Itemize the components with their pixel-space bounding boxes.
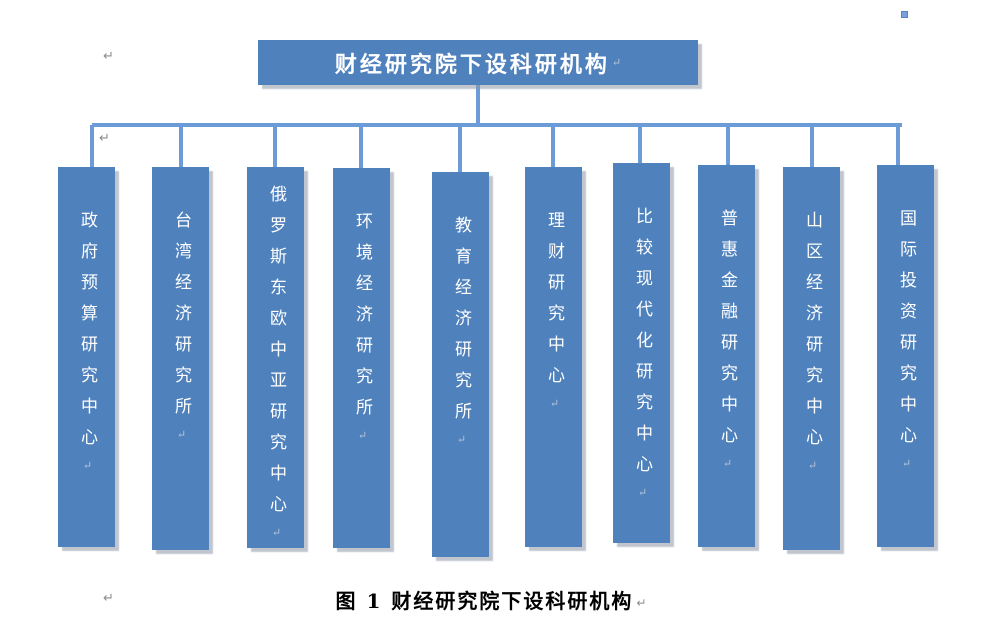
org-box-text: 普惠金融研究中心: [717, 209, 737, 457]
org-box-text: 国际投资研究中心: [896, 209, 916, 457]
org-box-label: 俄罗斯东欧中亚研究中心↵: [266, 167, 286, 539]
paragraph-return-mark: ↵: [99, 131, 110, 146]
org-box-text: 环境经济研究所: [352, 212, 372, 429]
org-box[interactable]: 台湾经济研究所↵: [152, 167, 209, 550]
figure-caption: 图 1 财经研究院下设科研机构: [335, 589, 634, 613]
org-box[interactable]: 教育经济研究所↵: [432, 172, 489, 557]
connector-stub: [359, 125, 363, 170]
org-box[interactable]: 俄罗斯东欧中亚研究中心↵: [247, 167, 304, 548]
return-mark: ↵: [175, 428, 188, 441]
org-box-label: 理财研究中心↵: [544, 167, 564, 410]
org-box-text: 政府预算研究中心: [77, 211, 97, 459]
connector-stub: [458, 125, 462, 174]
org-box[interactable]: 比较现代化研究中心↵: [613, 163, 670, 543]
connector-stub: [273, 125, 277, 169]
org-box-label: 普惠金融研究中心↵: [717, 165, 737, 470]
org-box-label: 教育经济研究所↵: [451, 172, 471, 446]
org-box-text: 台湾经济研究所: [171, 211, 191, 428]
connector-title-drop: [476, 85, 480, 127]
canvas-resize-handle[interactable]: [901, 11, 908, 18]
org-box-text: 俄罗斯东欧中亚研究中心: [266, 185, 286, 526]
return-mark: ↵: [81, 459, 94, 472]
figure-caption-row: 图 1 财经研究院下设科研机构↵: [0, 585, 982, 614]
paragraph-return-mark: ↵: [103, 591, 114, 606]
return-mark: ↵: [721, 457, 734, 470]
org-box[interactable]: 国际投资研究中心↵: [877, 165, 934, 547]
org-box-label: 环境经济研究所↵: [352, 168, 372, 442]
org-box[interactable]: 山区经济研究中心↵: [783, 167, 840, 550]
connector-stub: [179, 125, 183, 169]
org-box-text: 理财研究中心: [544, 211, 564, 397]
return-mark: ↵: [636, 596, 647, 610]
connector-stub: [726, 125, 730, 167]
return-mark: ↵: [356, 429, 369, 442]
return-mark: ↵: [636, 486, 649, 499]
connector-stub: [810, 125, 814, 169]
return-mark: ↵: [548, 397, 561, 410]
connector-stub: [896, 125, 900, 167]
return-mark: ↵: [270, 526, 283, 539]
org-box-label: 政府预算研究中心↵: [77, 167, 97, 472]
org-root-label: 财经研究院下设科研机构: [334, 51, 610, 78]
connector-horizontal-bus: [92, 123, 902, 127]
org-box-label: 国际投资研究中心↵: [896, 165, 916, 470]
org-box-label: 台湾经济研究所↵: [171, 167, 191, 441]
org-root-box[interactable]: 财经研究院下设科研机构 ↵: [258, 40, 698, 85]
connector-stub: [551, 125, 555, 169]
return-mark: ↵: [455, 433, 468, 446]
return-mark: ↵: [611, 56, 622, 69]
paragraph-return-mark: ↵: [103, 49, 114, 64]
org-box[interactable]: 普惠金融研究中心↵: [698, 165, 755, 547]
org-box-label: 山区经济研究中心↵: [802, 167, 822, 472]
connector-stub: [638, 125, 642, 165]
org-box[interactable]: 政府预算研究中心↵: [58, 167, 115, 547]
return-mark: ↵: [806, 459, 819, 472]
connector-stub: [90, 125, 94, 169]
org-box-text: 教育经济研究所: [451, 216, 471, 433]
org-box-text: 比较现代化研究中心: [632, 207, 652, 486]
org-box[interactable]: 理财研究中心↵: [525, 167, 582, 547]
return-mark: ↵: [900, 457, 913, 470]
org-box-label: 比较现代化研究中心↵: [632, 163, 652, 499]
org-box-text: 山区经济研究中心: [802, 211, 822, 459]
org-box[interactable]: 环境经济研究所↵: [333, 168, 390, 548]
